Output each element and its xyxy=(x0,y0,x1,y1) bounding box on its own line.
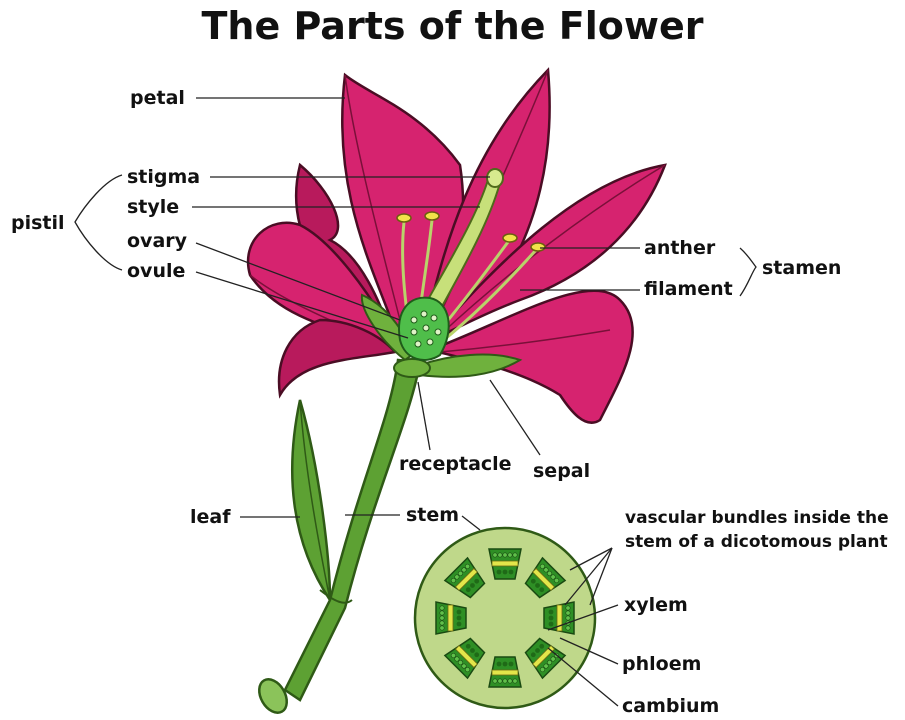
label-leaf: leaf xyxy=(190,506,231,528)
receptacle-shape xyxy=(394,359,430,377)
label-xylem: xylem xyxy=(624,594,688,616)
label-pistil: pistil xyxy=(11,212,65,234)
label-style: style xyxy=(127,196,179,218)
label-receptacle: receptacle xyxy=(399,453,512,475)
vascular-bundle xyxy=(436,602,466,634)
label-stigma: stigma xyxy=(127,166,200,188)
label-ovary: ovary xyxy=(127,230,187,252)
label-anther: anther xyxy=(644,237,715,259)
label-phloem: phloem xyxy=(622,653,701,675)
vascular-bundle xyxy=(489,657,521,687)
label-stamen: stamen xyxy=(762,257,841,279)
label-filament: filament xyxy=(644,278,733,300)
label-vascular-line2: stem of a dicotomous plant xyxy=(625,531,888,553)
label-ovule: ovule xyxy=(127,260,185,282)
label-cambium: cambium xyxy=(622,695,719,717)
vascular-bundle xyxy=(489,549,521,579)
label-sepal: sepal xyxy=(533,460,590,482)
label-petal: petal xyxy=(130,87,185,109)
label-stem: stem xyxy=(406,504,459,526)
label-vascular-line1: vascular bundles inside the xyxy=(625,507,889,529)
stem-cut-end xyxy=(254,674,293,717)
stigma-shape xyxy=(487,169,503,187)
